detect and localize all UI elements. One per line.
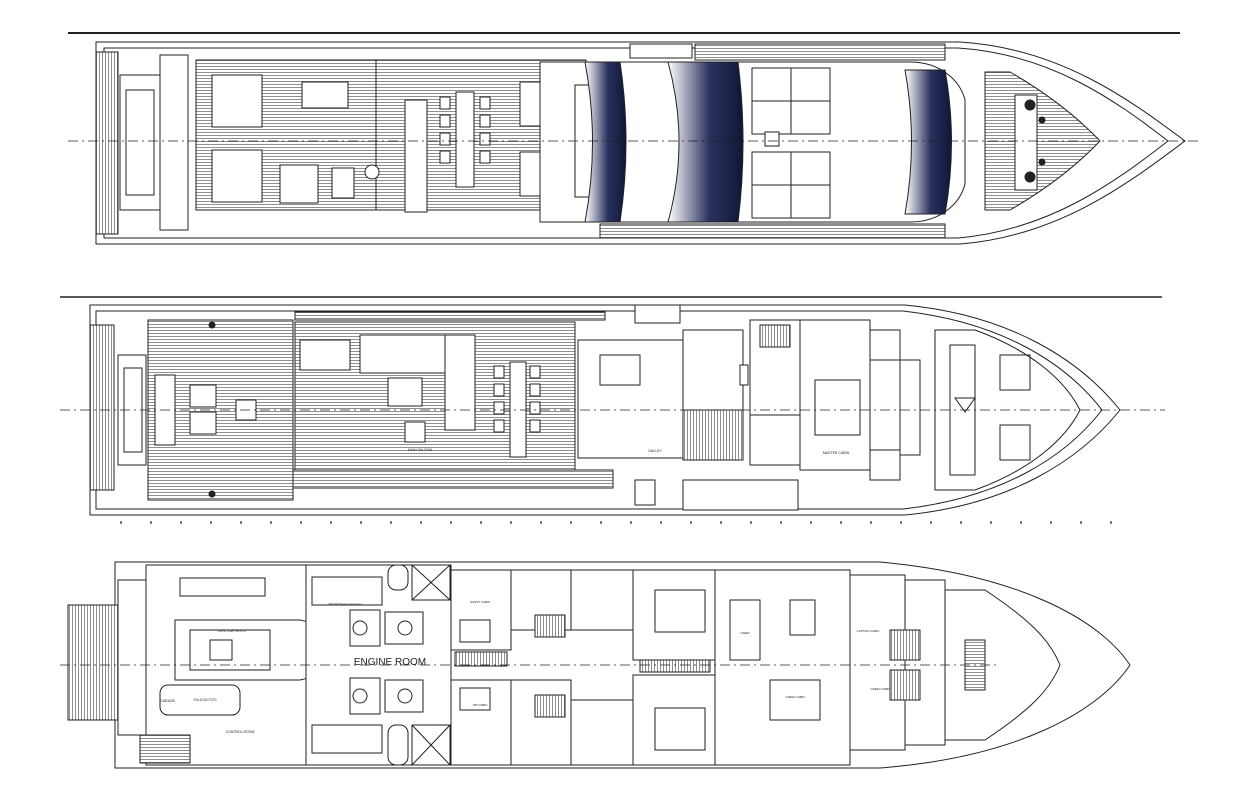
main-master-bed (814, 379, 861, 436)
lower-crew4-label: CREW CABIN (870, 687, 889, 691)
main-saloon-label: MAIN SALOON (408, 448, 433, 452)
lower-tender-2 (159, 684, 241, 716)
main-galley-label: GALLEY (648, 449, 662, 453)
lower-crew1-label: CREW (740, 631, 749, 635)
upper-hull-outline (95, 41, 1186, 245)
lower-garage-label: GARAGE (160, 699, 176, 703)
main-master-label: MASTER CABIN (823, 451, 850, 455)
lower-hull-outline (114, 561, 1131, 769)
upper-glass-3 (904, 69, 952, 215)
upper-glass-1 (584, 61, 627, 223)
upper-deck (68, 32, 1200, 245)
lower-guest2-label: VIP CABIN (473, 703, 488, 707)
lower-crew2-label: CREW CABIN (785, 695, 804, 699)
engine-2 (349, 677, 424, 715)
lower-guest1-label: GUEST CABIN (470, 600, 490, 604)
upper-superstructure (539, 61, 966, 223)
main-deck (60, 296, 1165, 524)
upper-glass-2 (667, 61, 744, 223)
engine-1 (349, 609, 424, 647)
main-hull-outline (89, 304, 1121, 516)
lower-control-label: CONTROL ROOM (226, 730, 255, 734)
main-stern-platform (89, 324, 115, 491)
lower-crew3-label: CAPTAIN CABIN (857, 629, 880, 633)
lower-tender1-label: CENTOUR RIS 37 (218, 629, 247, 633)
lower-crew-area (714, 569, 851, 766)
lower-vip-bed-2 (654, 707, 706, 751)
lower-vip-bed-1 (654, 589, 706, 633)
lower-tender2-label: FALCON F370 (194, 698, 217, 702)
lower-engine-label: ENGINE ROOM (354, 657, 426, 668)
main-galley (577, 339, 684, 459)
upper-stern-platform (95, 51, 119, 235)
main-station-ticks (120, 521, 1112, 524)
lower-forepeak (944, 589, 1061, 741)
lower-gen-label: 300 kW Diesel Generator (328, 602, 362, 606)
lower-stern-platform (67, 604, 119, 721)
lower-deck (60, 561, 1131, 769)
